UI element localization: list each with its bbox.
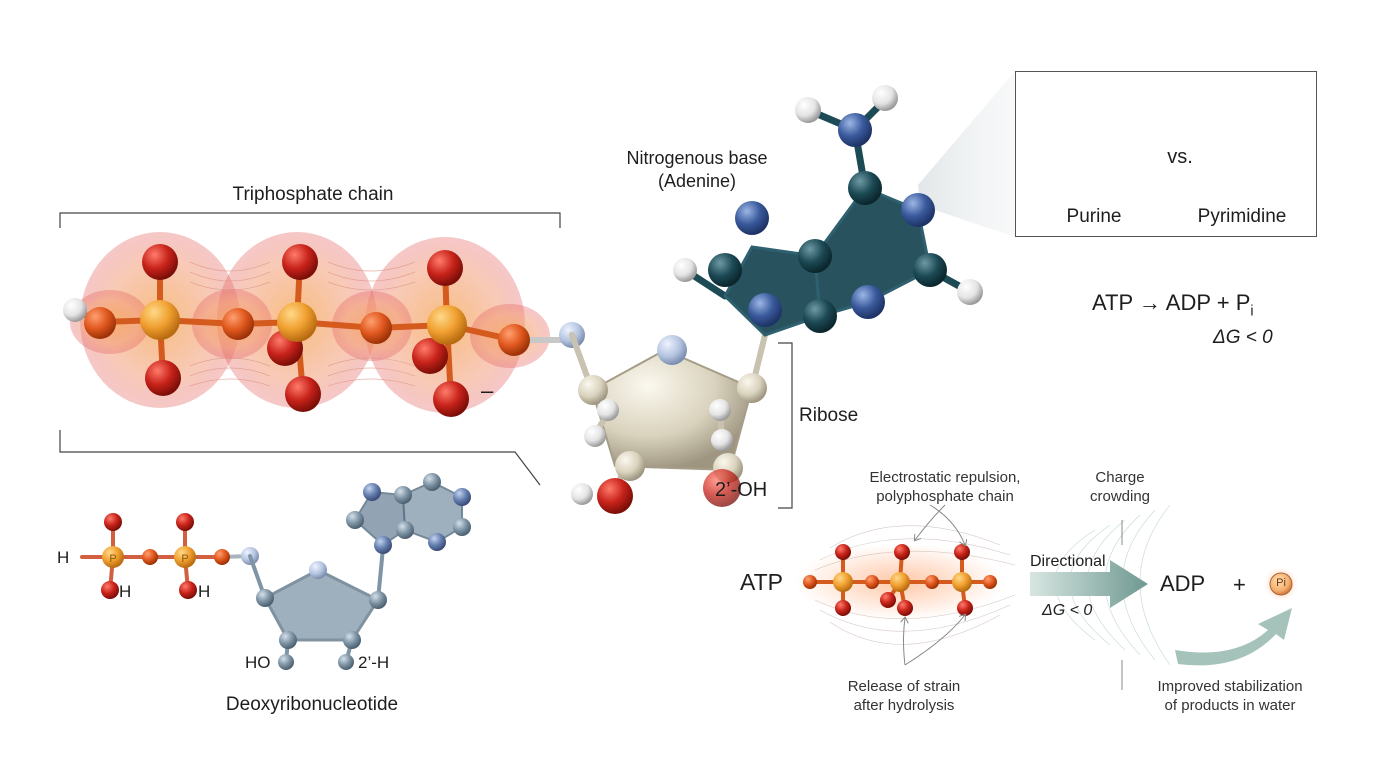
deoxy-h-label: H: [57, 548, 70, 567]
svg-text:P: P: [109, 553, 116, 565]
nitrogenous-base-label: Nitrogenous base: [626, 148, 768, 168]
reaction-plus-label: +: [1233, 572, 1246, 597]
carbon-atom: [578, 375, 608, 405]
electrostatic-label-line1: Electrostatic repulsion,: [869, 469, 1021, 486]
phosphate-charge-label: –: [481, 378, 494, 403]
field-lines: [189, 261, 416, 387]
oxygen-atom: [285, 376, 321, 412]
hydrolysis-equation: ATP → ADP + Pi: [1092, 290, 1254, 319]
hydrogen-atom: [584, 425, 606, 447]
triphosphate-chain-label: Triphosphate chain: [232, 184, 394, 205]
phosphorus-atom: [277, 302, 317, 342]
hydrogen-atom: [571, 483, 593, 505]
oxygen-atom: [84, 307, 116, 339]
oxygen-atom: [222, 308, 254, 340]
phosphorus-atom: [427, 305, 467, 345]
hydrogen-atom: [709, 399, 731, 421]
ribose-bracket: [778, 342, 793, 509]
adenine-base: [673, 85, 983, 337]
equation-arrow: →: [1138, 290, 1161, 315]
improved-stabilization-line1: Improved stabilization: [1157, 678, 1303, 695]
ring-oxygen-atom: [657, 335, 687, 365]
electrostatic-label-line2: polyphosphate chain: [876, 488, 1014, 505]
charge-crowding-line1: Charge: [1095, 469, 1145, 486]
deoxy-2h-label: 2’-H: [358, 653, 390, 672]
oxygen-atom: [433, 381, 469, 417]
carbon-atom: [798, 239, 832, 273]
oxygen-atom: [145, 360, 181, 396]
ribose-sugar: [569, 332, 768, 514]
pi-badge: [1264, 567, 1298, 601]
triphosphate-bracket: [59, 212, 561, 486]
equation-products: ADP + P: [1165, 290, 1251, 315]
hydrogen-atom: [63, 298, 87, 322]
oxygen-atom: [498, 324, 530, 356]
nitrogen-atom: [851, 285, 885, 319]
reaction-adp-label: ADP: [1160, 571, 1206, 596]
hydrogen-atom: [711, 429, 733, 451]
carbon-atom: [708, 253, 742, 287]
hydrogen-atom: [673, 258, 697, 282]
hydrogen-atom: [957, 279, 983, 305]
oxygen-atom: [427, 250, 463, 286]
nitrogen-atom: [748, 293, 782, 327]
directional-label: Directional: [1030, 553, 1106, 570]
stabilization-arrow: [1175, 608, 1292, 666]
two-prime-oh-oxygen: [703, 469, 741, 507]
charge-crowding-line2: crowding: [1089, 488, 1151, 505]
release-strain-line2: after hydrolysis: [853, 697, 955, 714]
adenine-label: (Adenine): [657, 171, 737, 191]
vs-label: vs.: [1167, 146, 1193, 168]
nitrogen-atom: [838, 113, 872, 147]
oxygen-atom: [360, 312, 392, 344]
deoxy-oh2-label: H: [198, 582, 211, 601]
pyrimidine-label: Pyrimidine: [1197, 206, 1287, 227]
hydrogen-atom: [872, 85, 898, 111]
equation-pi-subscript: i: [1250, 303, 1254, 320]
carbon-atom: [737, 373, 767, 403]
oxygen-atom: [597, 478, 633, 514]
carbon-atom: [848, 171, 882, 205]
equation-delta-g: ΔG < 0: [1213, 327, 1273, 348]
deoxyribonucleotide: P P: [80, 473, 471, 670]
inset-callout-wedge: [918, 71, 1015, 237]
reaction-atp-label: ATP: [740, 569, 784, 595]
deoxy-ho-label: HO: [245, 653, 271, 672]
deoxyribonucleotide-label: Deoxyribonucleotide: [225, 694, 399, 715]
carbon-atom: [803, 299, 837, 333]
nitrogen-atom: [901, 193, 935, 227]
deoxy-oh1-label: H: [119, 582, 132, 601]
oxygen-atom: [412, 338, 448, 374]
release-strain-line1: Release of strain: [847, 678, 961, 695]
carbon-atom: [913, 253, 947, 287]
oxygen-atom: [282, 244, 318, 280]
reaction-delta-g: ΔG < 0: [1042, 602, 1093, 619]
hydrogen-atom: [795, 97, 821, 123]
hydrogen-atom: [597, 399, 619, 421]
annotation-arrows: [904, 504, 1123, 690]
nitrogen-atom: [735, 201, 769, 235]
svg-text:P: P: [181, 553, 188, 565]
phosphorus-atom: [140, 300, 180, 340]
purine-pyrimidine-inset: [1015, 71, 1317, 237]
carbon-atom: [615, 451, 645, 481]
two-prime-oh-label: 2’-OH: [715, 479, 768, 501]
purine-label: Purine: [1066, 206, 1122, 227]
directional-arrow: [1030, 560, 1148, 608]
improved-stabilization-line2: of products in water: [1164, 697, 1296, 714]
pi-badge-label: Pi: [1276, 577, 1286, 589]
atp-molecule-small: [795, 544, 1005, 620]
oxygen-atom: [142, 244, 178, 280]
triphosphate-chain: [63, 232, 585, 417]
ribose-label: Ribose: [799, 405, 859, 426]
equation-atp: ATP: [1092, 290, 1133, 315]
